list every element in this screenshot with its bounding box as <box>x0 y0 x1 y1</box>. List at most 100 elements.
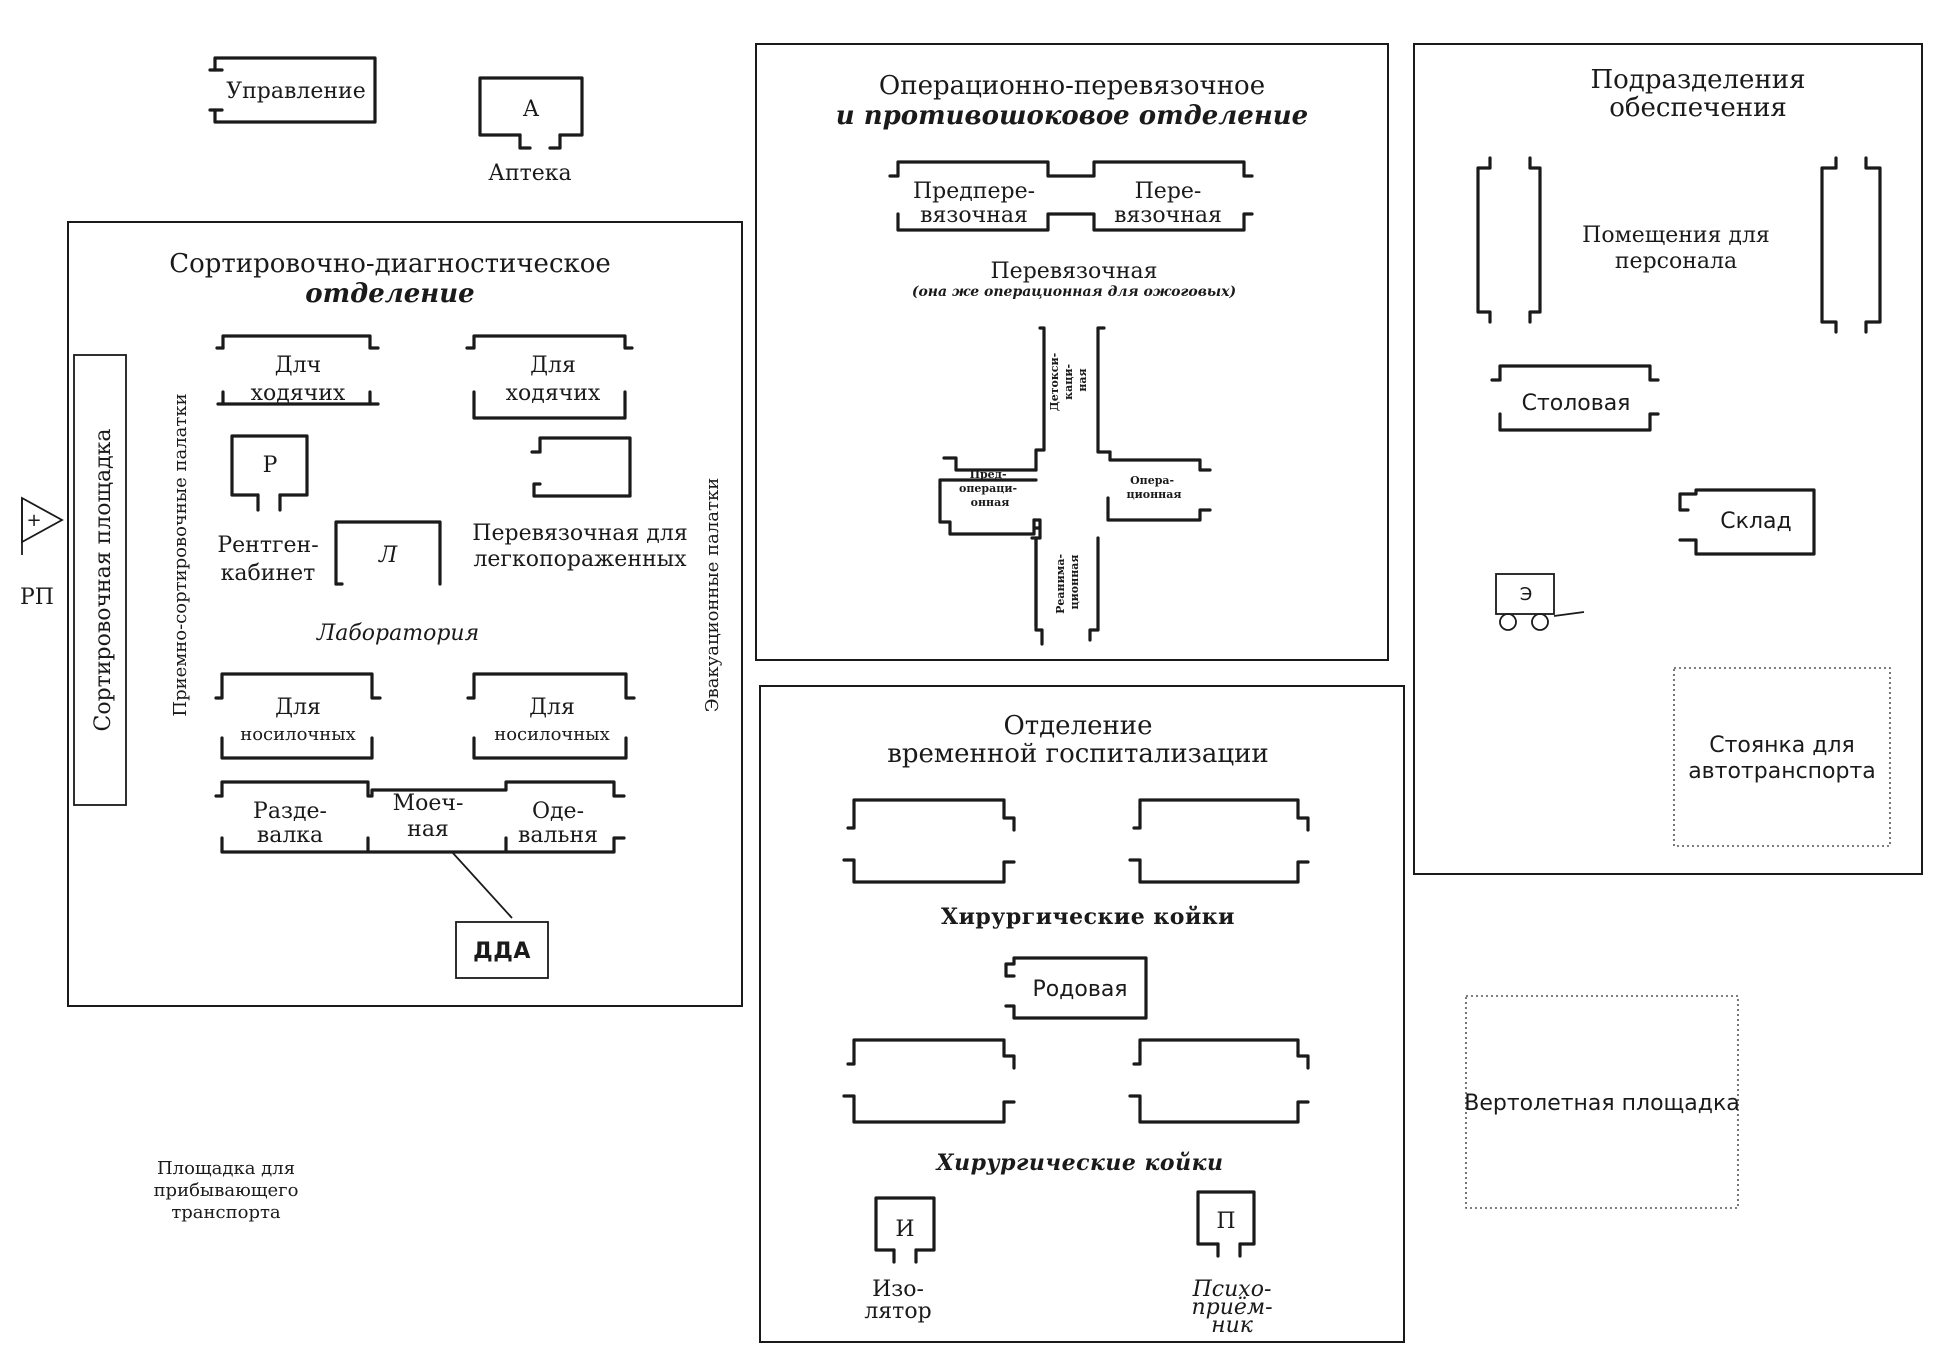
pre-dressing-tents: Предпере- вязочная Пере- вязочная <box>888 160 1254 232</box>
operating-dept-title-1: Операционно-перевязочное <box>879 71 1265 101</box>
svg-text:Опера- ционная: Опера- ционная <box>1127 474 1182 501</box>
dress-line1: Оде- <box>532 799 584 824</box>
psych-line1: Психо- <box>1192 1277 1272 1302</box>
tent-stretcher-1: Для носилочных <box>214 672 382 760</box>
ward-1b <box>1128 798 1310 884</box>
sorting-dept-title-1: Сортировочно-диагностическое <box>169 249 611 279</box>
operating-cross: Детокси- каци- ная Пред- операци- онная … <box>938 326 1212 646</box>
sorting-dept-title-2: отделение <box>305 279 474 309</box>
xray-line1: Рентген- <box>217 533 318 558</box>
staff-quarters-right <box>1820 156 1882 334</box>
pharmacy-label: Аптека <box>488 161 571 186</box>
sorting-area-label: Сортировочная площадка <box>91 428 116 731</box>
management-tent: Управление <box>208 56 377 124</box>
walking-1-line1: Длч <box>275 353 321 378</box>
hosp-title-2: временной госпитализации <box>887 739 1268 769</box>
surgical-2-label: Хирургические койки <box>935 1150 1224 1176</box>
management-label: Управление <box>226 79 366 104</box>
laboratory-tent: Л Лаборатория <box>316 520 479 646</box>
wash-line1: Моеч- <box>393 791 464 816</box>
detox-line3: ная <box>1076 368 1089 391</box>
dressing-light-tent: Перевязочная для легкопораженных <box>472 436 688 572</box>
ward-1a <box>842 798 1016 884</box>
generator-label: Э <box>1520 584 1533 605</box>
dress-line2: вальня <box>518 823 598 848</box>
xray-tent: Р Рентген- кабинет <box>217 434 319 586</box>
temporary-hospitalization-department: Отделение временной госпитализации Хирур… <box>759 685 1405 1343</box>
ward-2a <box>842 1038 1016 1124</box>
walking-2-line1: Для <box>530 353 576 378</box>
isolator-line1: Изо- <box>872 1277 924 1302</box>
pharmacy-tent: А Аптека <box>478 76 584 186</box>
surgical-1-label: Хирургические койки <box>941 904 1235 930</box>
parking-line2: автотранспорта <box>1688 759 1876 784</box>
pharmacy-letter: А <box>523 97 540 122</box>
canteen-tent: Столовая <box>1490 364 1660 432</box>
helipad-label: Вертолетная площадка <box>1464 1091 1739 1116</box>
wash-line2: ная <box>407 817 449 842</box>
preop-line3: онная <box>971 496 1010 509</box>
walking-2-line2: ходячих <box>506 381 601 406</box>
generator-icon: Э <box>1495 573 1585 631</box>
isolator-tent: И Изо- лятор <box>864 1196 936 1324</box>
sanitary-block: Разде- валка Моеч- ная Оде- вальня <box>214 780 626 919</box>
tent-walking-2: Для ходячих <box>465 334 634 420</box>
staff-line1: Помещения для <box>1582 223 1770 248</box>
rp-flag: + РП <box>20 496 64 610</box>
staff-quarters-left <box>1476 156 1542 324</box>
isolator-letter: И <box>895 1217 914 1242</box>
svg-text:Реанима- ционная: Реанима- ционная <box>1054 550 1081 614</box>
sorting-diagnostic-department: Сортировочно-диагностическое отделение С… <box>67 221 743 1007</box>
support-title-2: обеспечения <box>1609 93 1787 123</box>
arrival-line2: прибывающего <box>154 1180 299 1201</box>
dressing-line2: вязочная <box>1114 203 1222 228</box>
walking-1-line2: ходячих <box>251 381 346 406</box>
oper-line2: ционная <box>1127 488 1182 501</box>
tent-walking-1: Длч ходячих <box>215 334 380 406</box>
arrival-line1: Площадка для <box>157 1158 295 1179</box>
undress-line1: Разде- <box>253 799 327 824</box>
dda-label: ДДА <box>473 939 531 964</box>
isolator-line2: лятор <box>864 1299 931 1324</box>
pre-dressing-line1: Предпере- <box>913 179 1035 204</box>
tent-stretcher-2: Для носилочных <box>466 672 636 760</box>
psych-tent: П Психо- приём- ник <box>1191 1190 1273 1338</box>
ward-2b <box>1128 1038 1310 1124</box>
xray-line2: кабинет <box>221 561 316 586</box>
warehouse-tent: Склад <box>1678 488 1816 556</box>
lab-letter: Л <box>378 543 398 568</box>
helipad: Вертолетная площадка <box>1464 995 1740 1209</box>
maternity-tent: Родовая <box>1004 956 1148 1020</box>
dressing-light-line1: Перевязочная для <box>472 521 687 546</box>
maternity-label: Родовая <box>1032 977 1127 1002</box>
psych-line3: ник <box>1211 1313 1254 1338</box>
dressing-light-line2: легкопораженных <box>473 547 687 572</box>
operating-dressing-department: Операционно-перевязочное и противошоково… <box>755 43 1389 661</box>
dressing-note: (она же операционная для ожоговых) <box>912 284 1236 300</box>
operating-dept-title-2: и противошоковое отделение <box>836 101 1308 131</box>
dda-unit: ДДА <box>455 921 549 979</box>
lab-label: Лаборатория <box>316 621 479 646</box>
preop-line2: операци- <box>959 482 1017 495</box>
parking-line1: Стоянка для <box>1709 733 1855 758</box>
stretcher-1-line1: Для <box>275 695 321 720</box>
rp-flag-plus: + <box>26 510 41 531</box>
evac-tents-label: Эвакуационные палатки <box>702 478 723 712</box>
xray-letter: Р <box>263 453 278 478</box>
detox-line2: каци- <box>1062 364 1075 400</box>
stretcher-2-line1: Для <box>529 695 575 720</box>
dressing-line1: Пере- <box>1135 179 1202 204</box>
arrival-line3: транспорта <box>171 1202 281 1223</box>
dressing-title: Перевязочная <box>990 259 1157 284</box>
svg-text:Пред- операци-: Пред- операци- онная <box>959 468 1021 509</box>
warehouse-label: Склад <box>1720 509 1791 534</box>
pre-dressing-line2: вязочная <box>920 203 1028 228</box>
stretcher-1-line2: носилочных <box>240 724 356 745</box>
undress-line2: валка <box>257 823 323 848</box>
oper-line1: Опера- <box>1130 474 1174 487</box>
reanim-line1: Реанима- <box>1054 554 1067 614</box>
parking-area: Стоянка для автотранспорта <box>1673 667 1891 847</box>
psych-letter: П <box>1216 1209 1235 1234</box>
reception-tents-label: Приемно-сортировочные палатки <box>170 393 191 716</box>
